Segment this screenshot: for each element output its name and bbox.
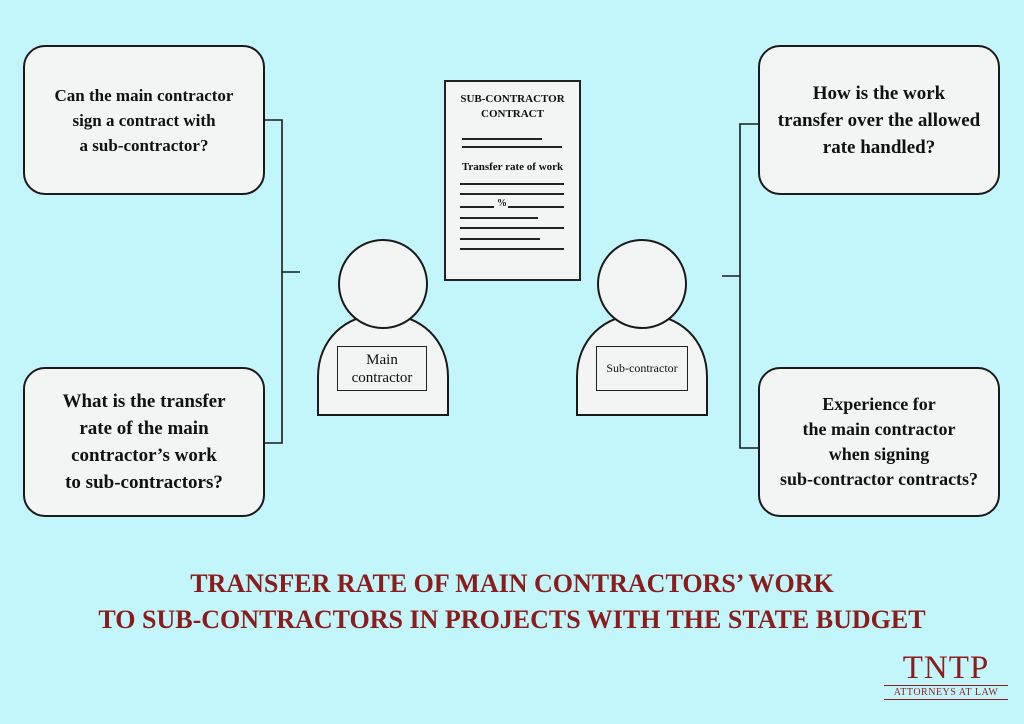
question-line: contractor’s work (71, 445, 217, 466)
question-line: when signing (828, 444, 930, 464)
document-line (508, 206, 564, 208)
contract-document: SUB-CONTRACTOR CONTRACT Transfer rate of… (444, 80, 581, 281)
question-line: the main contractor (802, 419, 956, 439)
document-line (462, 138, 542, 140)
question-box-top-right: How is the work transfer over the allowe… (758, 45, 1000, 195)
logo-tagline: ATTORNEYS AT LAW (884, 686, 1008, 700)
question-box-bottom-right: Experience for the main contractor when … (758, 367, 1000, 517)
left-bracket (265, 119, 283, 444)
question-line: a sub-contractor? (79, 135, 209, 155)
main-title-line-1: TRANSFER RATE OF MAIN CONTRACTORS’ WORK (190, 569, 834, 598)
tntp-logo: TNTP ATTORNEYS AT LAW (884, 651, 1008, 700)
document-line (460, 248, 564, 250)
document-line (460, 227, 564, 229)
main-contractor-label: Main contractor (337, 346, 427, 391)
question-line: Can the main contractor (54, 85, 234, 105)
question-line: to sub-contractors? (65, 472, 223, 493)
question-line: What is the transfer (62, 391, 226, 412)
document-line (460, 238, 540, 240)
contract-title: SUB-CONTRACTOR CONTRACT (446, 92, 579, 122)
question-line: Experience for (822, 394, 936, 414)
document-line (462, 146, 562, 148)
main-contractor-head (338, 239, 428, 329)
document-line (460, 193, 564, 195)
main-contractor-label-line: Main (366, 351, 398, 368)
main-contractor-label-line: contractor (351, 369, 413, 386)
contract-title-line: SUB-CONTRACTOR (460, 93, 565, 105)
right-bracket (739, 123, 758, 449)
question-line: How is the work (812, 82, 946, 104)
question-box-bottom-left: What is the transfer rate of the main co… (23, 367, 265, 517)
question-line: rate of the main (79, 418, 209, 439)
question-box-top-left: Can the main contractor sign a contract … (23, 45, 265, 195)
document-line (460, 217, 538, 219)
contract-title-line: CONTRACT (481, 108, 544, 120)
sub-contractor-label: Sub-contractor (596, 346, 688, 391)
question-line: transfer over the allowed (777, 109, 981, 131)
document-line (460, 206, 494, 208)
main-title-line-2: TO SUB-CONTRACTORS IN PROJECTS WITH THE … (98, 605, 926, 634)
contract-subtitle: Transfer rate of work (461, 161, 564, 173)
document-line (460, 183, 564, 185)
sub-contractor-head (597, 239, 687, 329)
question-line: rate handled? (822, 136, 936, 158)
logo-wordmark: TNTP (884, 651, 1008, 686)
question-line: sub-contractor contracts? (779, 469, 979, 489)
question-line: sign a contract with (72, 110, 216, 130)
percent-symbol: % (497, 198, 507, 209)
